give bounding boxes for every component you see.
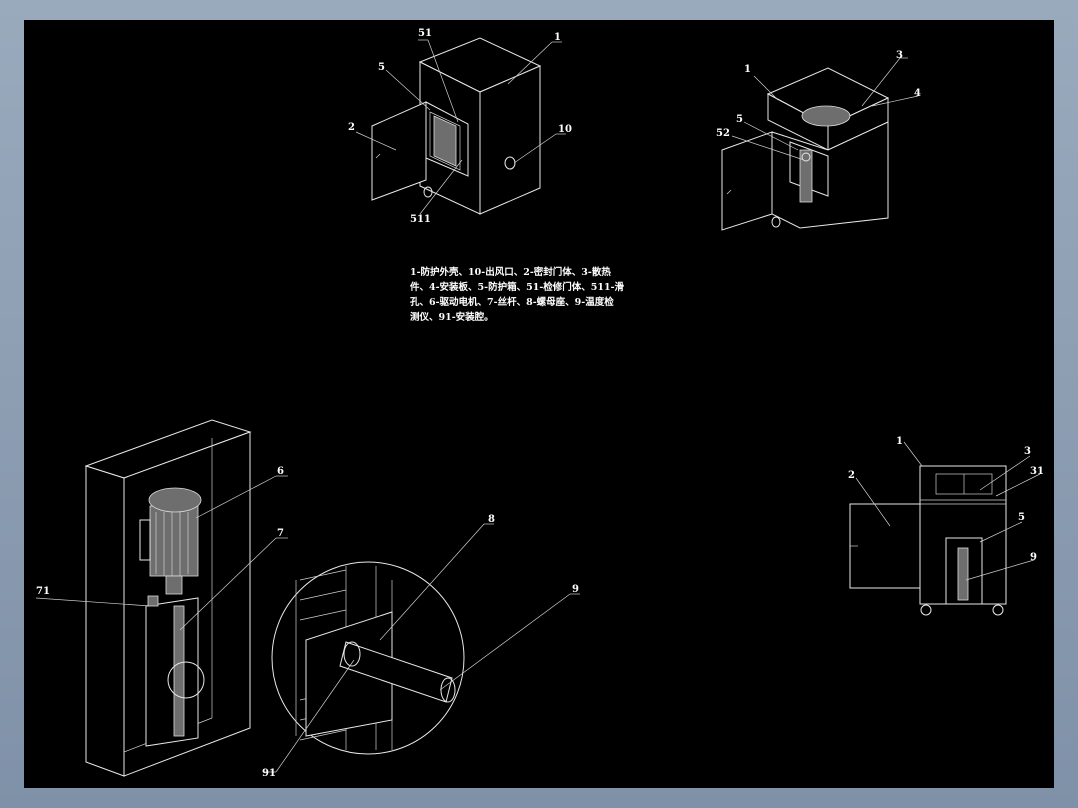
parts-legend: 1-防护外壳、10-出风口、2-密封门体、3-散热 件、4-安装板、5-防护箱、… [410, 265, 640, 325]
label-1b: 1 [744, 64, 751, 75]
label-51: 51 [418, 28, 432, 39]
label-9c: 9 [1030, 552, 1037, 563]
air-outlet [504, 156, 516, 170]
label-2: 2 [348, 122, 355, 133]
legend-line: 件、4-安装板、5-防护箱、51-检修门体、511-滑 [410, 282, 625, 293]
housing-side [479, 65, 541, 215]
sealed-door-2 [721, 131, 773, 231]
sealed-door-front [849, 503, 921, 589]
label-5c: 5 [1018, 512, 1025, 523]
label-6: 6 [277, 466, 284, 477]
view-enclosure-cutaway: 3 1 4 5 52 [716, 50, 921, 231]
label-1: 1 [554, 32, 561, 43]
view-front: 1 3 31 2 5 9 [848, 436, 1044, 616]
view-drive-assembly: 6 7 71 [35, 419, 288, 777]
protection-box [799, 149, 813, 203]
label-3: 3 [896, 50, 903, 61]
heat-sink [801, 105, 851, 127]
drive-motor [149, 505, 199, 577]
label-3c: 3 [1024, 446, 1031, 457]
legend-line: 测仪、91-安装腔。 [410, 312, 494, 323]
sealed-door [371, 101, 427, 201]
label-2c: 2 [848, 470, 855, 481]
label-31: 31 [1030, 466, 1044, 477]
legend-line: 1-防护外壳、10-出风口、2-密封门体、3-散热 [410, 267, 611, 278]
view-enclosure-closed: 1 51 5 2 10 511 [348, 28, 572, 225]
label-511: 511 [410, 214, 431, 225]
label-4: 4 [914, 88, 921, 99]
legend-line: 孔、6-驱动电机、7-丝杆、8-螺母座、9-温度检 [410, 297, 614, 308]
label-5b: 5 [736, 114, 743, 125]
label-1c: 1 [896, 436, 903, 447]
label-91: 91 [262, 768, 276, 779]
label-52: 52 [716, 128, 730, 139]
label-5: 5 [378, 62, 385, 73]
lead-screw [173, 605, 185, 737]
label-7: 7 [277, 528, 284, 539]
label-10: 10 [558, 124, 572, 135]
view-detail-circle: 8 9 91 [262, 514, 580, 779]
inner-box [433, 115, 457, 167]
nut-seat [305, 611, 393, 737]
label-9: 9 [572, 584, 579, 595]
label-71: 71 [36, 586, 50, 597]
label-8: 8 [488, 514, 495, 525]
